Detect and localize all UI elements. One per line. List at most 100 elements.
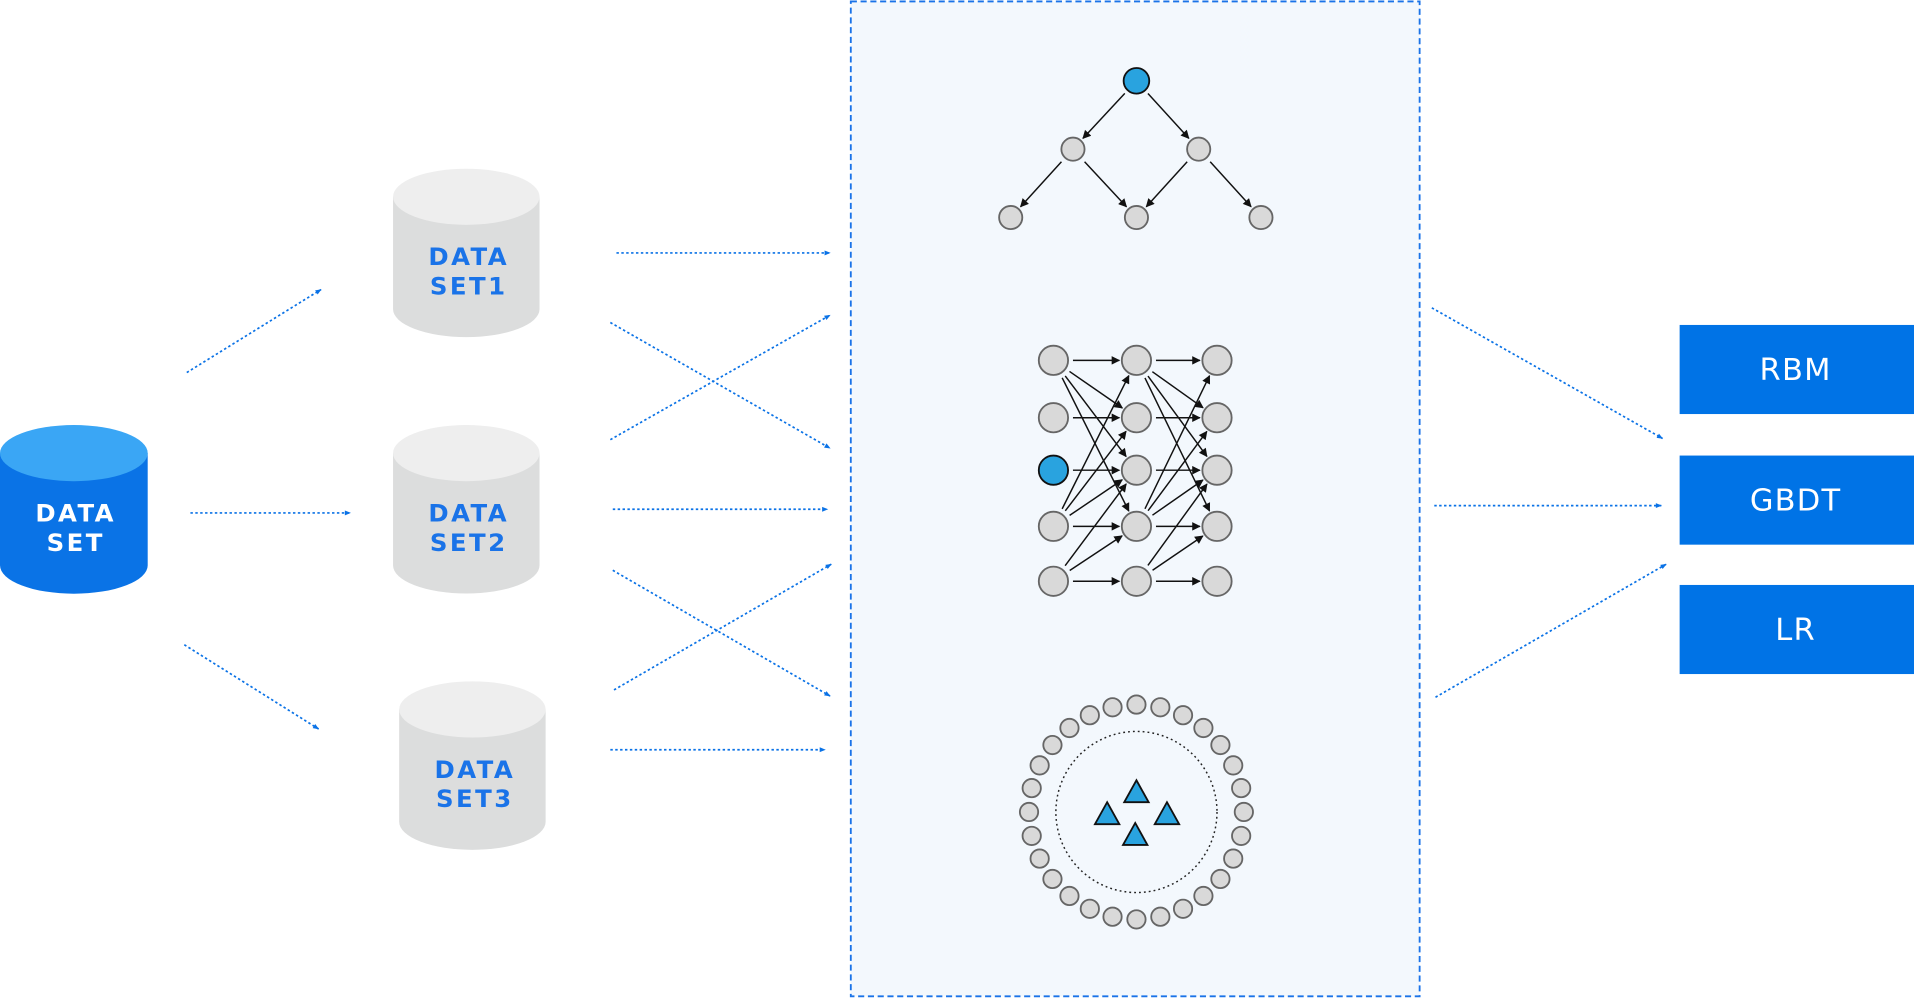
edge-arrow xyxy=(1082,92,1126,140)
nn-node xyxy=(1120,402,1153,434)
edge-arrow xyxy=(1064,483,1127,567)
edge-arrow xyxy=(1069,479,1123,517)
edge-arrow xyxy=(1147,92,1190,139)
outlier-node xyxy=(1150,697,1171,718)
tree-node xyxy=(1060,136,1086,162)
output-model-label: RBM xyxy=(1760,353,1832,388)
flow-arrow xyxy=(186,288,322,374)
outlier-node xyxy=(1102,906,1123,927)
clustering-model xyxy=(1018,694,1254,930)
outlier-node xyxy=(1029,848,1050,869)
edge-arrow xyxy=(1084,161,1128,208)
nn-node xyxy=(1037,344,1069,376)
outlier-node xyxy=(1193,885,1214,907)
flow-arrow xyxy=(612,569,831,697)
edge-arrow xyxy=(1061,374,1130,510)
outlier-node xyxy=(1102,697,1123,718)
edge-arrow xyxy=(1152,535,1204,571)
outlier-node xyxy=(1029,755,1050,776)
output-model-label: LR xyxy=(1775,613,1816,648)
outlier-node xyxy=(1021,825,1042,846)
edge-arrow xyxy=(1069,535,1123,572)
edge-arrow xyxy=(1019,161,1062,208)
tree-root-node xyxy=(1122,67,1151,95)
outlier-node xyxy=(1231,825,1252,846)
edge-arrow xyxy=(1209,161,1252,208)
outlier-node xyxy=(1042,734,1063,756)
source-label-line2: SET xyxy=(47,528,105,557)
output-model-label: GBDT xyxy=(1750,483,1842,518)
source-label-line1: DATA xyxy=(35,498,116,527)
subset-label-line2: SET1 xyxy=(430,271,508,300)
nn-node xyxy=(1201,565,1233,597)
outlier-node xyxy=(1223,755,1244,776)
nn-node xyxy=(1037,402,1069,434)
nn-node xyxy=(1201,510,1233,542)
nn-node xyxy=(1201,454,1233,486)
subset-label-line1: DATA xyxy=(435,755,516,784)
outlier-node xyxy=(1210,868,1231,890)
outlier-node xyxy=(1042,868,1063,890)
edge-arrow xyxy=(1147,375,1208,458)
outlier-node xyxy=(1150,906,1171,927)
nn-node xyxy=(1120,565,1153,597)
tree-node xyxy=(998,205,1024,231)
flow-arrow xyxy=(609,321,831,449)
nn-node xyxy=(1037,565,1069,597)
cluster-center-triangle xyxy=(1093,800,1121,826)
outlier-node xyxy=(1018,801,1040,823)
nn-node xyxy=(1120,510,1153,542)
neural-network-model xyxy=(1037,344,1233,597)
outlier-node xyxy=(1126,694,1147,715)
flow-arrow xyxy=(609,314,831,441)
tree-node xyxy=(1123,205,1149,231)
outlier-node xyxy=(1172,898,1194,919)
models-panel xyxy=(849,0,1421,998)
subset-label-line1: DATA xyxy=(428,498,509,527)
output-model-rbm: RBM xyxy=(1679,324,1914,415)
edge-arrow xyxy=(1145,161,1188,208)
outlier-node xyxy=(1193,717,1214,739)
nn-node xyxy=(1037,510,1069,542)
cluster-center-triangle xyxy=(1121,821,1149,846)
edge-arrow xyxy=(1152,479,1204,516)
decision-tree-model xyxy=(998,67,1274,231)
edge-arrow xyxy=(1069,370,1124,409)
tree-node xyxy=(1186,136,1212,162)
outlier-node xyxy=(1059,885,1080,907)
nn-node xyxy=(1201,402,1233,434)
tree-node xyxy=(1248,205,1274,231)
edge-arrow xyxy=(1147,483,1208,566)
outlier-node xyxy=(1126,909,1147,930)
edge-arrow xyxy=(1061,377,1130,512)
nn-node xyxy=(1120,344,1153,376)
flow-arrow xyxy=(183,644,320,730)
subset-label-line1: DATA xyxy=(428,242,509,271)
flow-arrow xyxy=(613,563,832,691)
nn-node xyxy=(1201,344,1233,376)
subset-label-line2: SET3 xyxy=(436,784,514,813)
output-model-gbdt: GBDT xyxy=(1679,455,1914,545)
source-dataset-cylinder: DATA SET xyxy=(0,425,148,594)
outlier-node xyxy=(1223,848,1244,869)
edge-arrow xyxy=(1147,430,1208,512)
flow-arrow xyxy=(1431,307,1664,440)
outlier-node xyxy=(1172,705,1194,726)
edge-arrow xyxy=(1151,371,1204,409)
edge-arrow xyxy=(1144,374,1211,510)
cluster-boundary xyxy=(1055,730,1218,894)
cluster-center-triangle xyxy=(1122,778,1151,804)
outlier-node xyxy=(1021,778,1042,799)
flow-arrow xyxy=(1435,563,1667,698)
outlier-node xyxy=(1233,801,1254,823)
outlier-node xyxy=(1231,778,1252,799)
edge-arrow xyxy=(1144,377,1211,512)
edge-arrow xyxy=(1064,430,1127,512)
outlier-node xyxy=(1210,734,1231,756)
cluster-center-triangle xyxy=(1153,800,1181,826)
outlier-node xyxy=(1079,705,1100,726)
